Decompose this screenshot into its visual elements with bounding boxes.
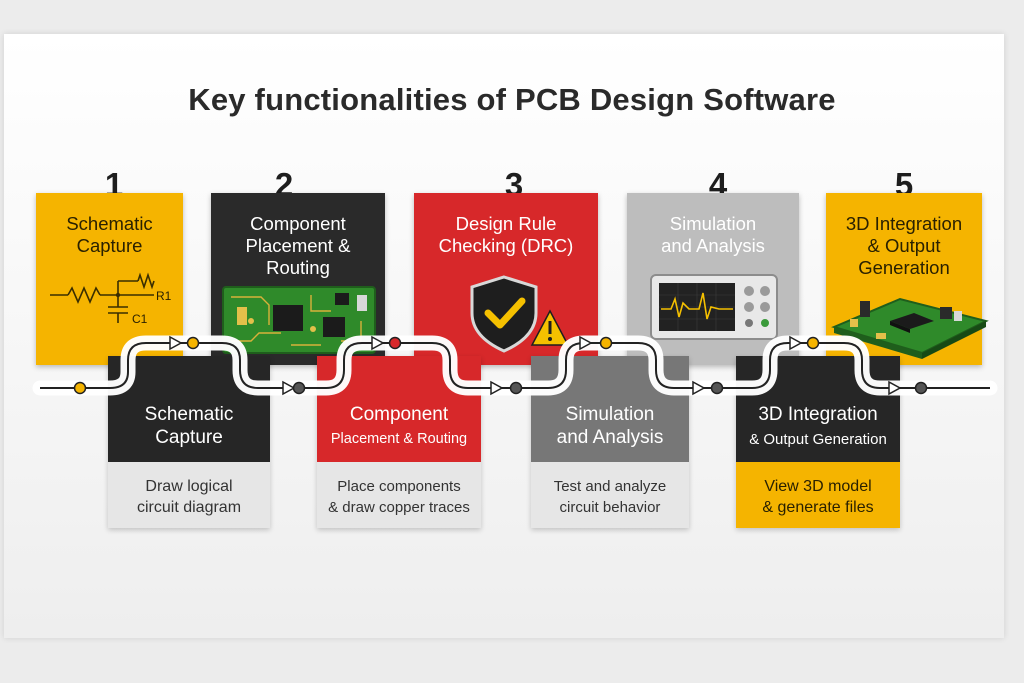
flow-node-gray [292, 381, 306, 395]
3d-board-icon [831, 297, 989, 359]
detail-title-line: Simulation [565, 404, 655, 425]
detail-text-line: & generate files [762, 499, 874, 516]
resistor-label: R1 [156, 289, 172, 303]
detail-card-header: 3D Integration & Output Generation [736, 356, 900, 462]
flow-arrow-icon [169, 335, 183, 351]
step-title-line: Checking (DRC) [438, 235, 574, 256]
flow-node-red [388, 336, 402, 350]
flow-node-gray [509, 381, 523, 395]
flow-node-gray [710, 381, 724, 395]
step-title-line: Component [250, 213, 346, 234]
flow-path-outer [32, 335, 998, 396]
detail-title-line: 3D Integration [758, 404, 878, 425]
flow-node-yellow [186, 336, 200, 350]
detail-text-line: View 3D model [764, 478, 872, 495]
circuit-board-icon [222, 286, 376, 354]
flow-arrow-icon [789, 335, 803, 351]
oscilloscope-icon [650, 274, 778, 340]
step-card-design-rule-checking: Design Rule Checking (DRC) [414, 193, 598, 365]
step-title-line: and Analysis [661, 235, 765, 256]
step-card-simulation-analysis: Simulation and Analysis [627, 193, 799, 365]
step-title-line: Simulation [669, 213, 757, 234]
step-title-line: Capture [76, 235, 143, 256]
capacitor-label: C1 [132, 312, 148, 326]
step-title-line: Generation [858, 257, 950, 278]
detail-card-simulation-analysis: Simulation and Analysis Test and analyze… [531, 356, 689, 528]
step-title-line: Design Rule [455, 213, 557, 234]
step-card-3d-integration: 3D Integration & Output Generation [826, 193, 989, 365]
flow-arrow-icon [371, 335, 385, 351]
detail-title-line: Schematic [144, 404, 234, 425]
detail-card-body: Draw logical circuit diagram [108, 462, 270, 528]
flow-node-yellow [806, 336, 820, 350]
detail-title-line: & Output Generation [749, 431, 887, 448]
flow-arrow-icon [692, 380, 706, 396]
step-title-line: Schematic [66, 213, 153, 234]
detail-title-line: Capture [155, 427, 223, 448]
detail-card-body: View 3D model & generate files [736, 462, 900, 528]
detail-text-line: Place components [337, 478, 461, 495]
step-title-line: Routing [266, 257, 330, 278]
flow-arrow-icon [888, 380, 902, 396]
step-title-line: & Output [867, 235, 941, 256]
step-card-title: Schematic Capture [36, 213, 183, 257]
step-title-line: 3D Integration [845, 213, 963, 234]
schematic-symbols-icon: R1 C1 [50, 272, 172, 326]
flow-node-yellow [73, 381, 87, 395]
shield-check-icon [470, 275, 570, 353]
step-card-schematic-capture: Schematic Capture R1 C1 [36, 193, 183, 365]
detail-text-line: circuit behavior [559, 499, 661, 516]
flow-path-line [40, 342, 990, 389]
detail-title-line: Component [349, 404, 449, 425]
detail-text-line: Draw logical [145, 478, 233, 495]
detail-text-line: Test and analyze [553, 478, 667, 495]
flow-arrow-icon [282, 380, 296, 396]
flow-node-gray [914, 381, 928, 395]
detail-title-line: Placement & Routing [330, 431, 468, 447]
step-card-title: 3D Integration & Output Generation [826, 213, 982, 279]
flow-node-yellow [599, 336, 613, 350]
flow-arrow-icon [490, 380, 504, 396]
detail-card-body: Test and analyze circuit behavior [531, 462, 689, 528]
detail-card-body: Place components & draw copper traces [317, 462, 481, 528]
flow-arrow-icon [579, 335, 593, 351]
page-title: Key functionalities of PCB Design Softwa… [188, 82, 836, 117]
step-card-title: Simulation and Analysis [627, 213, 799, 257]
step-card-title: Design Rule Checking (DRC) [414, 213, 598, 257]
detail-text-line: & draw copper traces [328, 499, 470, 516]
detail-text-line: circuit diagram [136, 499, 242, 516]
detail-title-line: and Analysis [556, 427, 664, 448]
step-card-title: Component Placement & Routing [211, 213, 385, 279]
detail-card-header: Component Placement & Routing [317, 356, 481, 462]
step-title-line: Placement & [245, 235, 351, 256]
